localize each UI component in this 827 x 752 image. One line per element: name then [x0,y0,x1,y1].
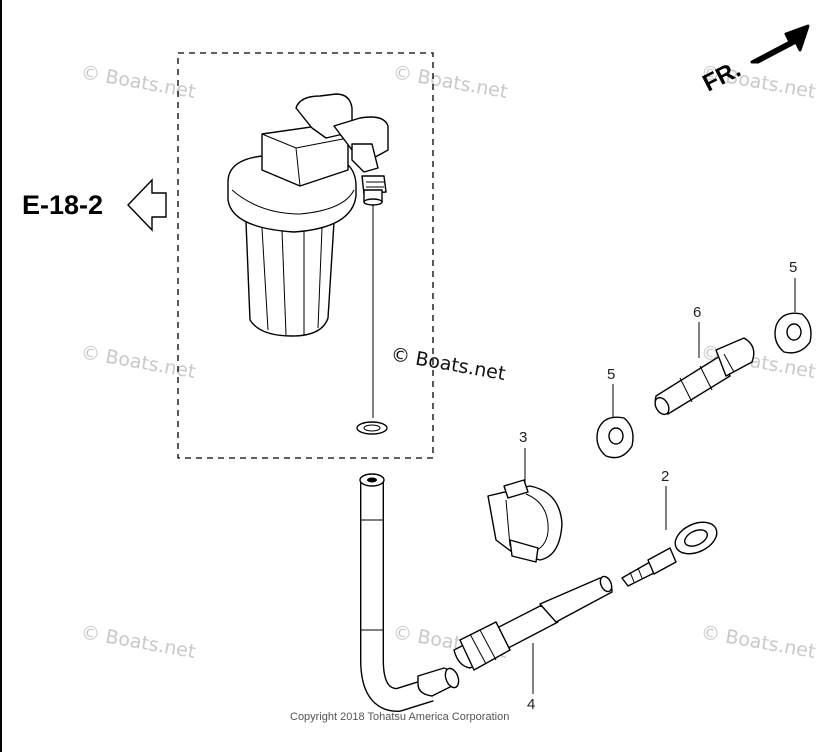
callout-3: 3 [519,429,527,446]
watermark-center: © Boats.net [389,343,507,385]
hose-clip-small [356,421,388,435]
callout-6: 6 [693,304,701,321]
watermark-text: © Boats.net [79,61,197,103]
copyright-text: Copyright 2018 Tohatsu America Corporati… [290,711,509,723]
watermarks: © Boats.net © Boats.net © Boats.net © Bo… [79,61,817,663]
fuel-filter-assembly [227,93,389,337]
fuel-hose [359,473,613,712]
callout-numbers: 2 3 4 5 5 6 [519,259,797,713]
callout-5-upper: 5 [789,259,797,276]
front-arrow-icon [750,24,810,64]
callout-2: 2 [661,468,669,485]
callout-5-lower: 5 [607,366,615,383]
hose-nut-upper [774,312,812,354]
hose-clip [487,479,563,563]
reference-callout: E-18-2 [22,178,167,232]
watermark-text: © Boats.net [391,61,509,103]
hose-clamp-bolt [621,521,718,587]
hose-nut-lower [596,416,634,459]
watermark-text: © Boats.net [79,621,197,663]
callout-4: 4 [527,696,535,713]
left-arrow-icon [127,178,167,232]
watermark-text: © Boats.net [79,341,197,383]
watermark-text: © Boats.net [699,621,817,663]
callout-leaders [524,278,796,694]
reference-label: E-18-2 [22,190,103,220]
hose-joint [654,337,755,416]
